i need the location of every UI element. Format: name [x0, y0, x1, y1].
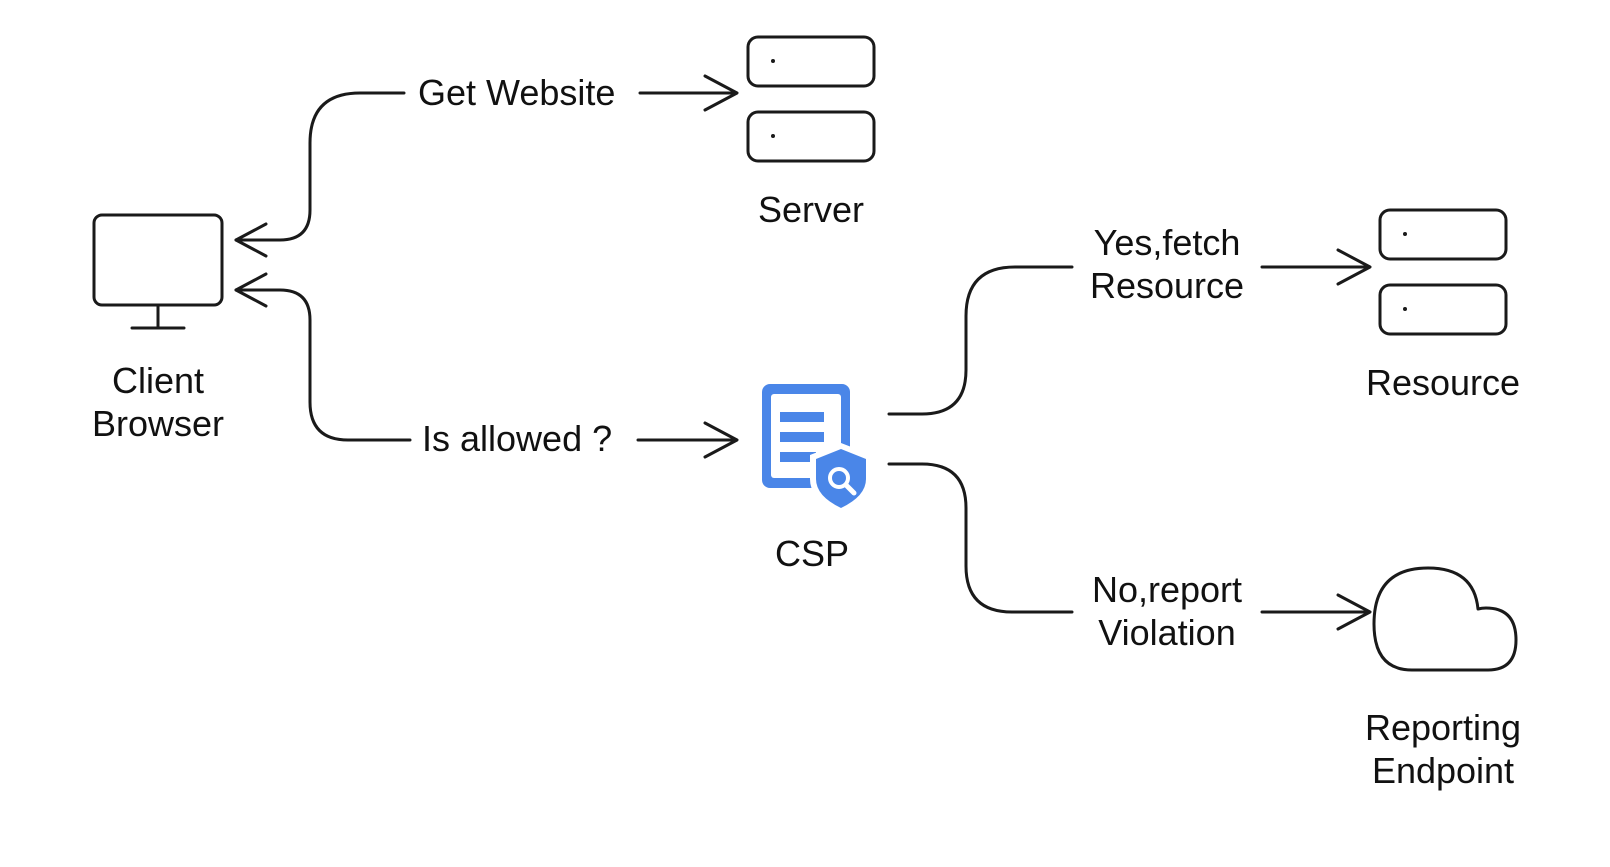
yes-label-line2: Resource [1090, 265, 1244, 306]
resource-label: Resource [1366, 362, 1520, 403]
no-label-line1: No,report [1092, 569, 1242, 610]
server-rack-icon-bottom [746, 110, 876, 163]
yes-arrowhead [1336, 248, 1372, 286]
is-allowed-connector [234, 288, 412, 442]
client-arrowhead-lower [234, 272, 268, 308]
client-label-line1: Client [112, 360, 204, 401]
server-label: Server [758, 189, 864, 230]
get-website-label: Get Website [418, 72, 615, 113]
yes-label-line1: Yes,fetch [1094, 222, 1241, 263]
no-label-line2: Violation [1098, 612, 1235, 653]
client-arrowhead-upper [234, 222, 268, 258]
resource-led-bottom [1403, 307, 1407, 311]
resource-server-icon-bottom [1378, 283, 1508, 336]
server-led-bottom [771, 134, 775, 138]
is-allowed-arrowhead [703, 421, 739, 459]
yes-connector [887, 265, 1074, 416]
no-connector [887, 462, 1074, 614]
reporting-label-line1: Reporting [1365, 707, 1521, 748]
resource-led-top [1403, 232, 1407, 236]
server-rack-icon-top [746, 35, 876, 88]
no-arrowhead [1336, 593, 1372, 631]
monitor-icon [92, 213, 224, 307]
resource-node: Resource [1366, 208, 1520, 403]
client-browser-node: Client Browser [92, 213, 224, 444]
resource-server-icon-top [1378, 208, 1508, 261]
get-website-connector [234, 91, 406, 242]
cloud-icon [1372, 566, 1518, 672]
server-node: Server [746, 35, 876, 230]
is-allowed-label: Is allowed ? [422, 418, 612, 459]
server-led-top [771, 59, 775, 63]
csp-node: CSP [762, 384, 872, 574]
csp-label: CSP [775, 533, 849, 574]
reporting-label-line2: Endpoint [1372, 750, 1514, 791]
get-website-arrowhead [703, 74, 739, 112]
client-label-line2: Browser [92, 403, 224, 444]
csp-document-shield-icon [762, 384, 872, 514]
reporting-endpoint-node: Reporting Endpoint [1365, 566, 1521, 791]
